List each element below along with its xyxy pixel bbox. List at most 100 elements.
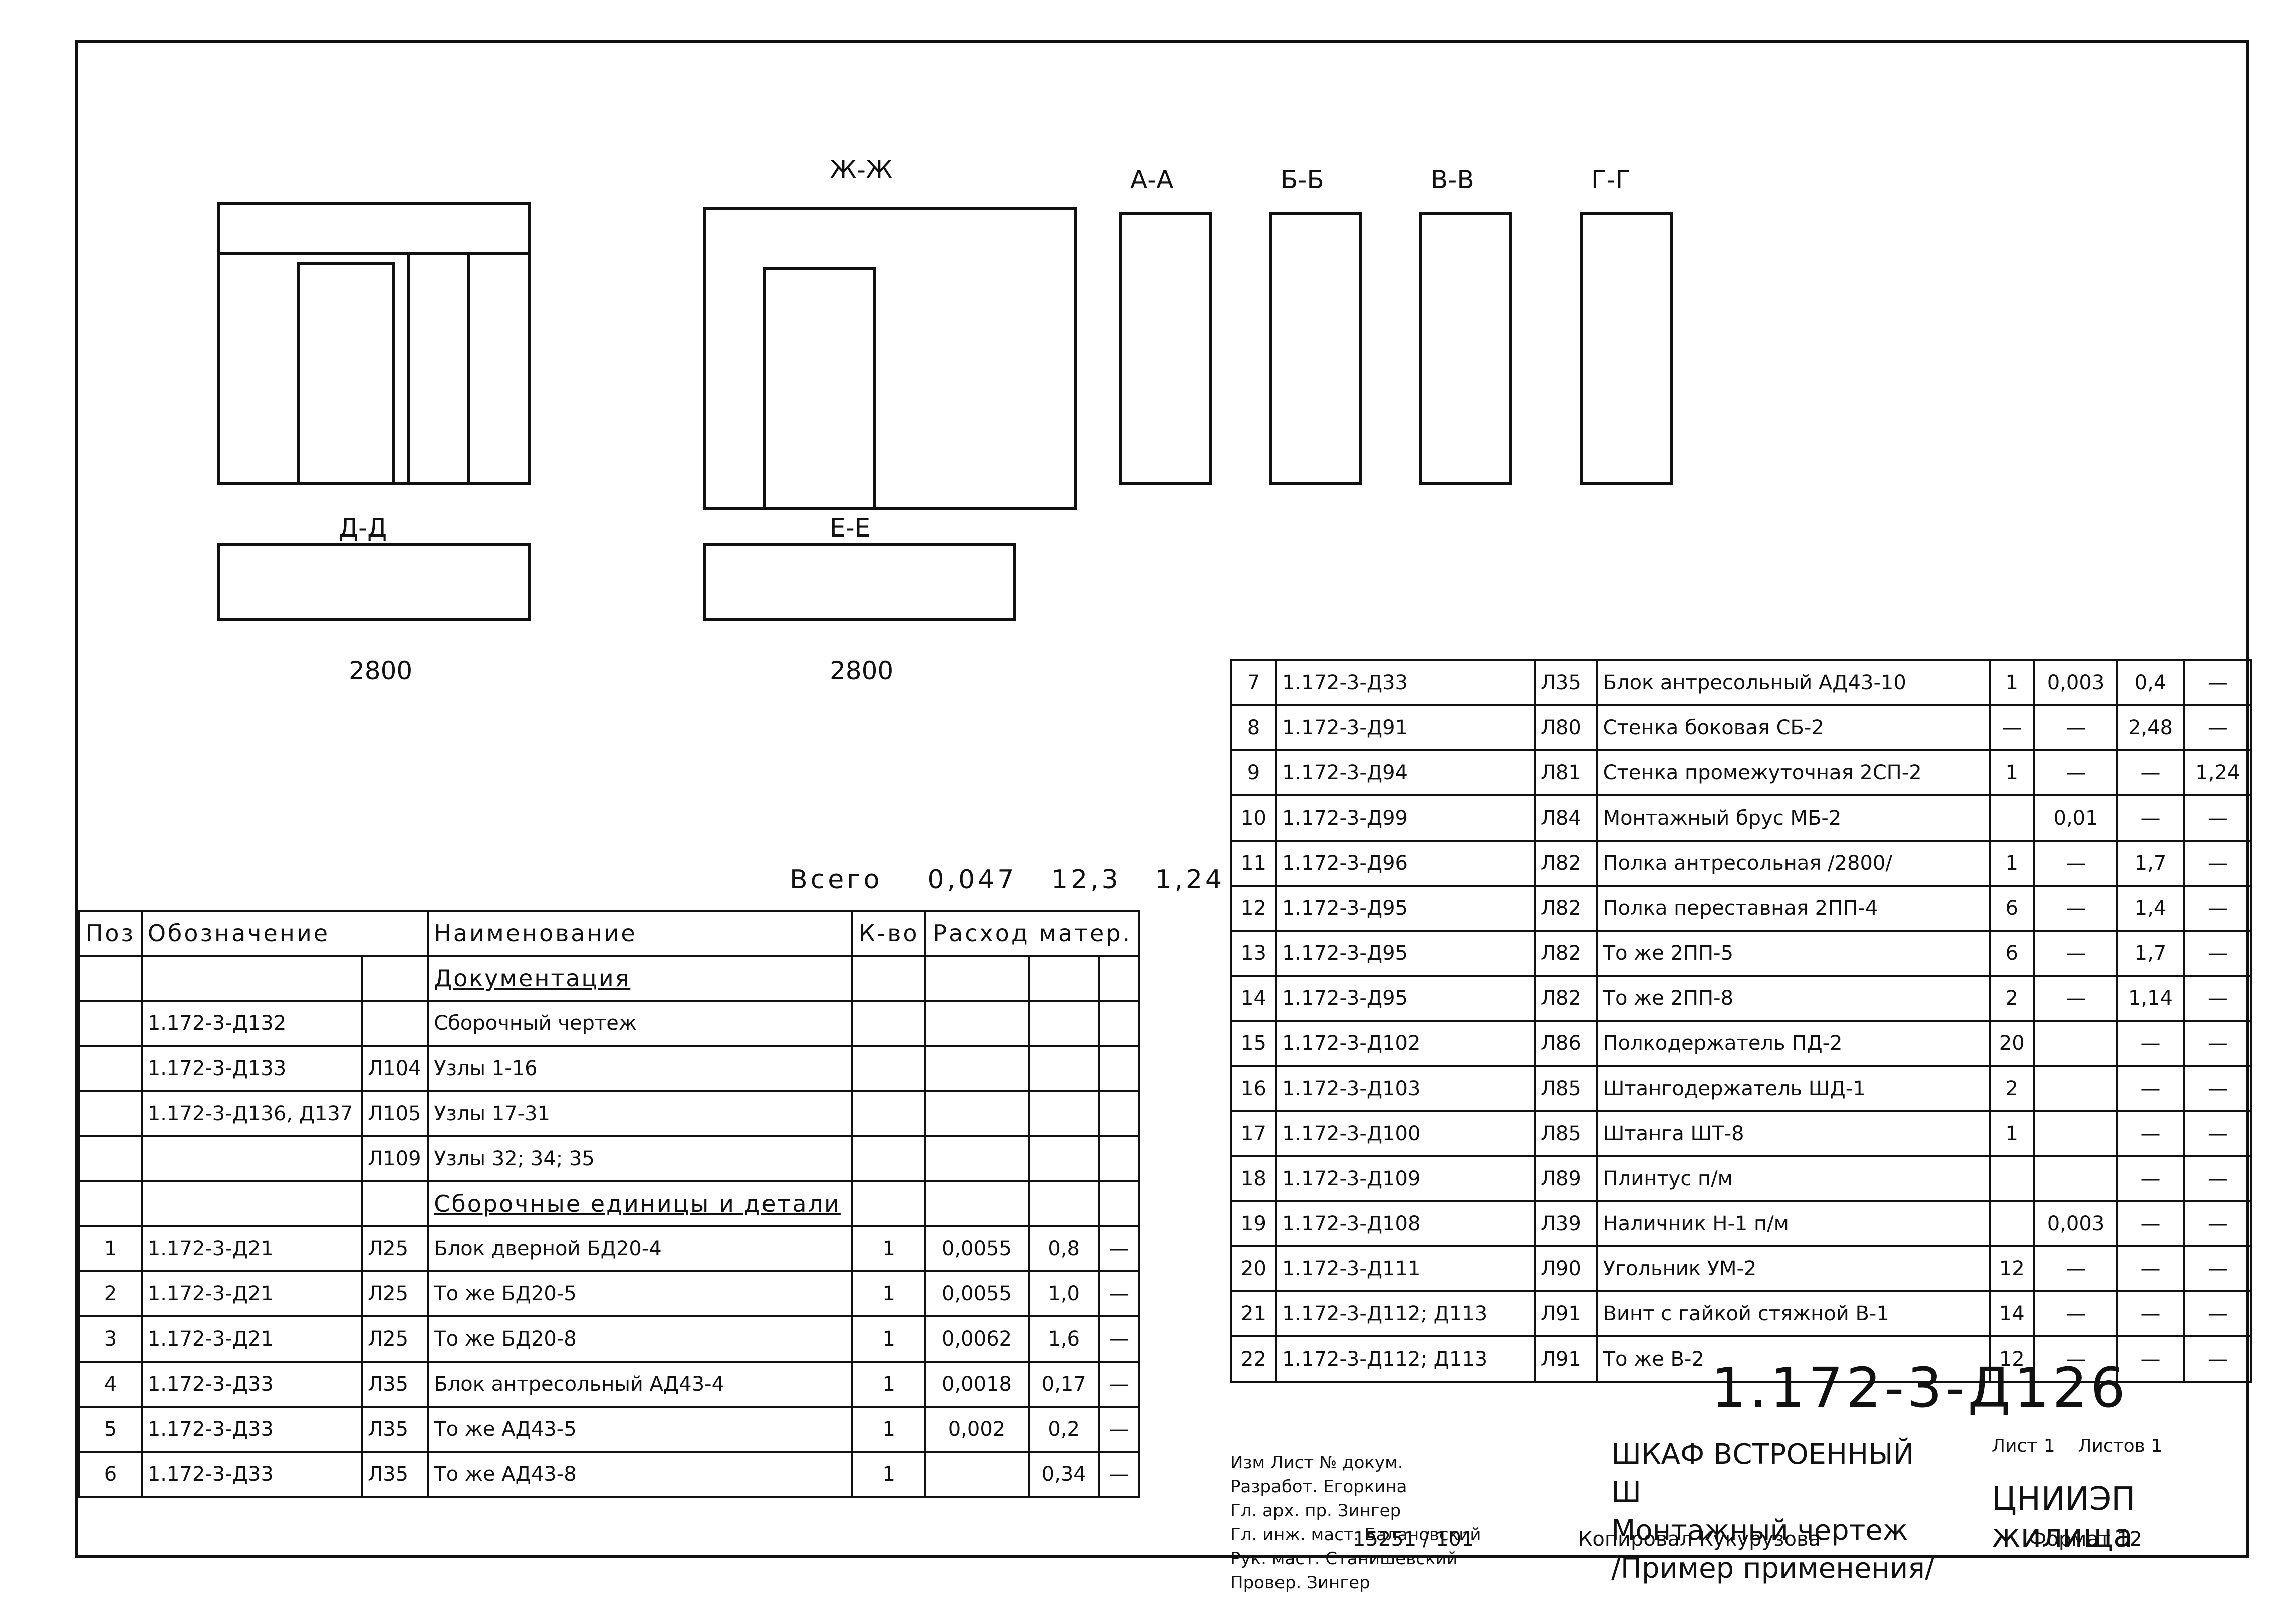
cell-empty: [1027, 1180, 1100, 1227]
cell-designation: 1.172-3-Д33: [140, 1451, 363, 1498]
cell-name: То же 2ПП-8: [1596, 975, 1991, 1022]
front-elevation: [217, 202, 531, 485]
cell-pos: [78, 1000, 143, 1047]
cell-dvp: —: [2183, 840, 2253, 887]
totals-dvp: 1,24: [1155, 865, 1225, 895]
cell-empty: [924, 1135, 1030, 1182]
cell-dvp: —: [1098, 1225, 1141, 1272]
cell-name: Сборочный чертеж: [427, 1000, 854, 1047]
cell-dvp: —: [2183, 1245, 2253, 1292]
cell-hv: 0,0062: [924, 1315, 1030, 1363]
cell-hv: [2033, 1065, 2118, 1112]
title-line-4: /Пример применения/: [1611, 1552, 1934, 1585]
cell-sheet: Л35: [361, 1361, 429, 1408]
cell-pos: 6: [78, 1451, 143, 1498]
cell-dvp: —: [2183, 930, 2253, 977]
cell-dvp: —: [1098, 1270, 1141, 1317]
cell-qty: 6: [1988, 885, 2035, 932]
section-heading: Сборочные единицы и детали: [427, 1180, 854, 1227]
cell-dsp: 1,6: [1027, 1315, 1100, 1363]
cell-qty: [1988, 794, 2035, 842]
copied-by: Копировал Кукурузова: [1578, 1528, 1821, 1551]
cell-hv: 0,0055: [924, 1225, 1030, 1272]
specification-table-left: Поз Обозначение Наименование К-во Расход…: [78, 910, 1141, 1498]
totals-label: Всего: [790, 865, 883, 895]
cell-qty: 1: [851, 1225, 927, 1272]
cell-designation: 1.172-3-Д112; Д113: [1274, 1335, 1536, 1383]
cell-empty: [1098, 1045, 1141, 1092]
cell-designation: 1.172-3-Д103: [1274, 1065, 1536, 1112]
cell-qty: 1: [851, 1361, 927, 1408]
cell-hv: —: [2033, 930, 2118, 977]
cell-qty: 2: [1988, 975, 2035, 1022]
door-opening: [297, 262, 395, 485]
cell-designation: 1.172-3-Д108: [1274, 1200, 1536, 1247]
view-label-g: Г-Г: [1591, 165, 1631, 194]
cell-sheet: Л82: [1533, 975, 1598, 1022]
cell-dsp: 1,7: [2116, 840, 2185, 887]
cell-name: То же АД43-8: [427, 1451, 854, 1498]
cell-empty: [851, 1090, 927, 1137]
cell-empty: [1027, 1045, 1100, 1092]
cell-empty: [924, 955, 1030, 1002]
cell-empty: [361, 1180, 429, 1227]
cell-name: Блок антресольный АД43-4: [427, 1361, 854, 1408]
col-name: Наименование: [427, 910, 854, 957]
cell-sheet: Л84: [1533, 794, 1598, 842]
cell-empty: [851, 1045, 927, 1092]
cell-hv: —: [2033, 885, 2118, 932]
cell-empty: [851, 1000, 927, 1047]
cell-sheet: Л85: [1533, 1110, 1598, 1157]
organization: ЦНИИЭП жилища: [1992, 1481, 2136, 1555]
cell-designation: 1.172-3-Д33: [140, 1406, 363, 1453]
cell-dsp: 1,7: [2116, 930, 2185, 977]
cell-sheet: Л91: [1533, 1335, 1598, 1383]
cell-pos: 1: [78, 1225, 143, 1272]
sheets-label: Листов: [2078, 1436, 2145, 1456]
col-qty: К-во: [851, 910, 927, 957]
cell-empty: [1027, 1135, 1100, 1182]
cell-pos: 16: [1230, 1065, 1277, 1112]
cell-designation: 1.172-3-Д133: [140, 1045, 363, 1092]
cell-name: Блок дверной БД20-4: [427, 1225, 854, 1272]
view-label-d: Д-Д: [339, 513, 387, 543]
cell-qty: 12: [1988, 1245, 2035, 1292]
cell-sheet: Л105: [361, 1090, 429, 1137]
cell-name: Угольник УМ-2: [1596, 1245, 1991, 1292]
cell-empty: [851, 1180, 927, 1227]
cell-dvp: —: [1098, 1451, 1141, 1498]
cell-empty: [851, 1135, 927, 1182]
cell-pos: 7: [1230, 659, 1277, 706]
cell-hv: [2033, 1155, 2118, 1202]
cell-hv: [2033, 1020, 2118, 1067]
cell-dsp: —: [2116, 1020, 2185, 1067]
cell-dsp: 0,17: [1027, 1361, 1100, 1408]
view-label-b: Б-Б: [1281, 165, 1324, 194]
cell-dvp: —: [1098, 1315, 1141, 1363]
cell-qty: 14: [1988, 1290, 2035, 1337]
totals-row: Всего 0,047 12,3 1,24: [790, 865, 1225, 895]
cell-sheet: Л82: [1533, 840, 1598, 887]
signature-row: Разработ. Егоркина: [1230, 1477, 1407, 1497]
cell-pos: 13: [1230, 930, 1277, 977]
cell-empty: [851, 955, 927, 1002]
cell-empty: [1098, 1000, 1141, 1047]
cell-pos: 3: [78, 1315, 143, 1363]
cell-sheet: Л104: [361, 1045, 429, 1092]
signature-row: Гл. арх. пр. Зингер: [1230, 1501, 1401, 1521]
cell-pos: [78, 1135, 143, 1182]
cell-name: Узлы 17-31: [427, 1090, 854, 1137]
totals-hv: 0,047: [927, 865, 1017, 895]
cell-designation: 1.172-3-Д21: [140, 1225, 363, 1272]
section-heading: Документация: [427, 955, 854, 1002]
cell-designation: 1.172-3-Д96: [1274, 840, 1536, 887]
cell-sheet: Л86: [1533, 1020, 1598, 1067]
